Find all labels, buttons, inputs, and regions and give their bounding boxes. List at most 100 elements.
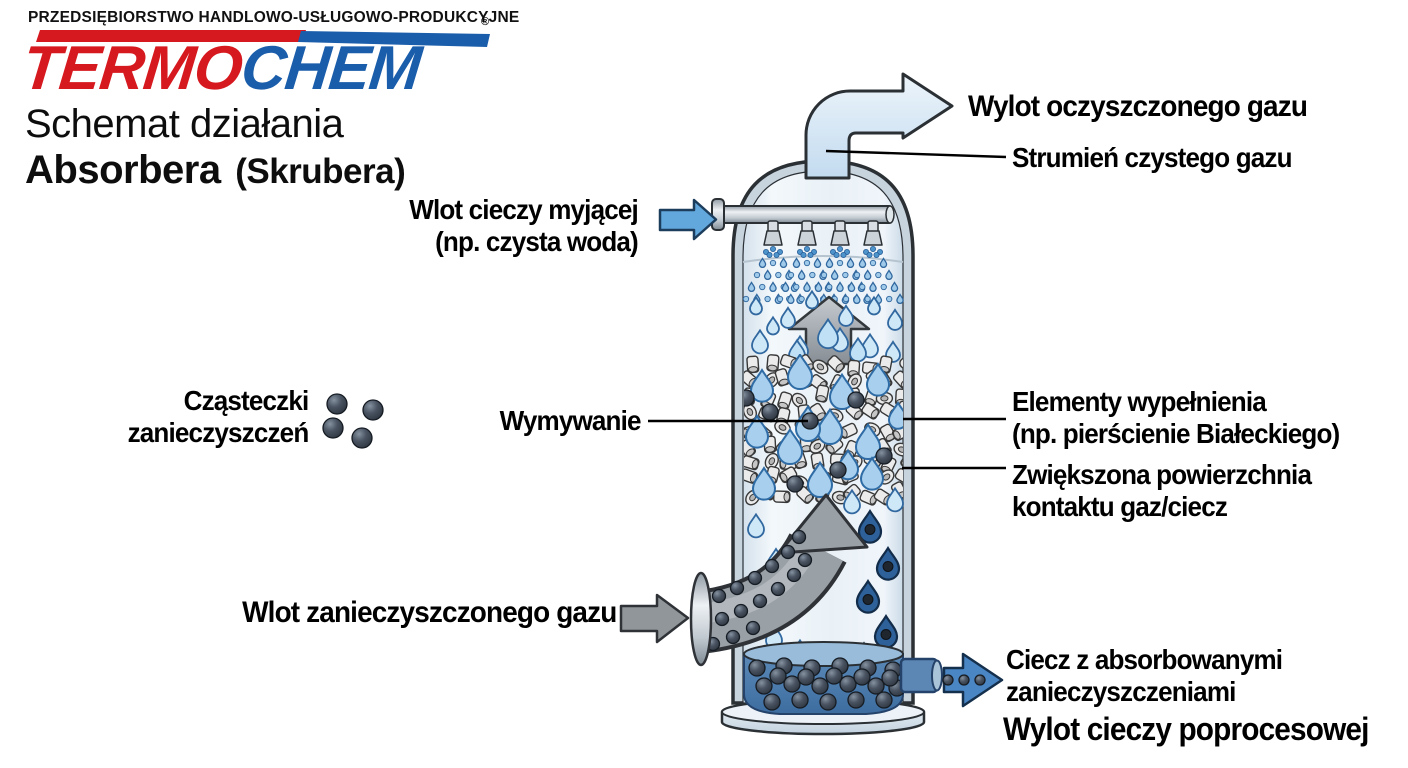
logo-bars — [36, 30, 490, 47]
packing-ring — [879, 423, 897, 443]
particle — [881, 669, 899, 687]
label-contact-surface-line1: Zwiększona powierzchnia — [1012, 459, 1312, 490]
particle — [780, 544, 796, 560]
particle — [829, 461, 847, 479]
packing-ring — [812, 359, 829, 375]
particle — [880, 629, 892, 640]
particle — [825, 667, 843, 685]
dirty-gas-flow — [693, 493, 869, 654]
particle — [770, 581, 786, 597]
page-title-line2: Absorbera (Skrubera) — [25, 148, 406, 193]
label-packing-elements-line1: Elementy wypełnienia — [1012, 386, 1267, 417]
pool-surface — [743, 641, 904, 667]
process-liquid-particles — [942, 674, 986, 686]
particle — [745, 620, 761, 636]
packing-ring — [773, 490, 791, 504]
particle — [322, 417, 344, 439]
title-absorber: Absorbera — [25, 148, 221, 192]
particle — [362, 399, 384, 421]
spray-nozzles — [763, 220, 883, 246]
packing-ring — [815, 384, 830, 403]
label-contaminant-particles: Cząsteczki zanieczyszczeń — [127, 385, 309, 449]
packing-ring — [861, 402, 880, 420]
particle — [786, 475, 804, 493]
page-title-line1: Schemat działania — [25, 102, 344, 146]
particle — [875, 447, 893, 465]
particle — [729, 580, 745, 596]
particle — [958, 674, 970, 686]
label-absorbed-liquid-line1: Ciecz z absorbowanymi — [1006, 644, 1283, 675]
label-wash-liquid-inlet-line1: Wlot cieczy myjącej — [409, 194, 639, 225]
label-wash-liquid-inlet: Wlot cieczy myjącej (np. czysta woda) — [409, 194, 639, 258]
particle — [847, 691, 865, 709]
label-gas-outlet: Wylot oczyszczonego gazu — [968, 90, 1308, 123]
particle — [797, 552, 813, 568]
particle — [786, 567, 802, 583]
packing-ring — [899, 356, 903, 371]
label-packing-elements-line2: (np. pierścienie Białeckiego) — [1012, 417, 1340, 449]
title-skruber: (Skrubera) — [235, 152, 406, 191]
leader-clean-gas — [825, 149, 1007, 159]
logo-bar-red — [36, 30, 306, 42]
packing-ring — [744, 455, 760, 471]
packing-ring — [766, 354, 780, 372]
liquid-pool — [743, 641, 906, 715]
particle — [819, 693, 837, 711]
label-clean-gas-stream: Strumień czystego gazu — [1012, 142, 1293, 173]
particle — [867, 677, 885, 695]
particle — [711, 588, 727, 604]
nozzle-cup — [830, 230, 850, 246]
leader-lines — [648, 149, 1007, 470]
label-process-liquid-outlet: Wylot cieczy poprocesowej — [1003, 711, 1369, 747]
process-liquid-arrow — [942, 652, 1004, 708]
label-contact-surface: Zwiększona powierzchnia kontaktu gaz/cie… — [1012, 459, 1312, 523]
particle — [761, 403, 779, 421]
particle — [864, 524, 876, 535]
outlet-pipe-cap — [931, 659, 943, 692]
spray-droplets — [742, 245, 905, 305]
particle — [882, 561, 894, 572]
process-liquid-outlet-pipe — [899, 657, 943, 694]
packing-ring — [827, 355, 846, 374]
label-contact-surface-line2: kontaktu gaz/ciecz — [1012, 490, 1228, 522]
particle — [769, 667, 787, 685]
spray-pipe-flange — [711, 198, 725, 231]
wash-liquid-inlet-arrow — [658, 198, 718, 241]
particle — [755, 677, 773, 695]
packing-particles — [744, 389, 893, 493]
label-washing: Wymywanie — [499, 405, 642, 436]
pool-particles — [748, 657, 906, 711]
particle — [811, 677, 829, 695]
particle — [747, 570, 763, 586]
particle — [748, 659, 766, 677]
particle — [797, 668, 815, 686]
particle — [791, 691, 809, 709]
particle — [875, 691, 893, 709]
label-wash-liquid-inlet-line2: (np. czysta woda) — [435, 225, 639, 257]
logo-bar-blue — [298, 31, 490, 47]
label-contaminant-particles-line2: zanieczyszczeń — [127, 416, 309, 448]
clean-gas-outlet-arrow — [804, 72, 954, 180]
contaminant-particles — [322, 393, 384, 449]
packing-ring — [900, 450, 903, 470]
particle — [783, 675, 801, 693]
packing-ring — [892, 370, 903, 389]
packing-ring — [744, 403, 758, 421]
packing-ring — [894, 467, 903, 485]
particle — [847, 391, 865, 409]
packing-ring — [893, 442, 903, 457]
particle — [733, 603, 749, 619]
packing-ring — [746, 355, 760, 374]
particle — [744, 389, 755, 407]
label-packing-elements: Elementy wypełnienia (np. pierścienie Bi… — [1012, 386, 1340, 450]
spray-pipe — [711, 198, 895, 231]
particle — [351, 427, 373, 449]
particle — [763, 693, 781, 711]
nozzle-cup — [763, 230, 783, 246]
spray-pipe-cap — [885, 205, 895, 224]
particle — [862, 594, 874, 605]
particle — [326, 393, 348, 415]
particle — [752, 593, 768, 609]
